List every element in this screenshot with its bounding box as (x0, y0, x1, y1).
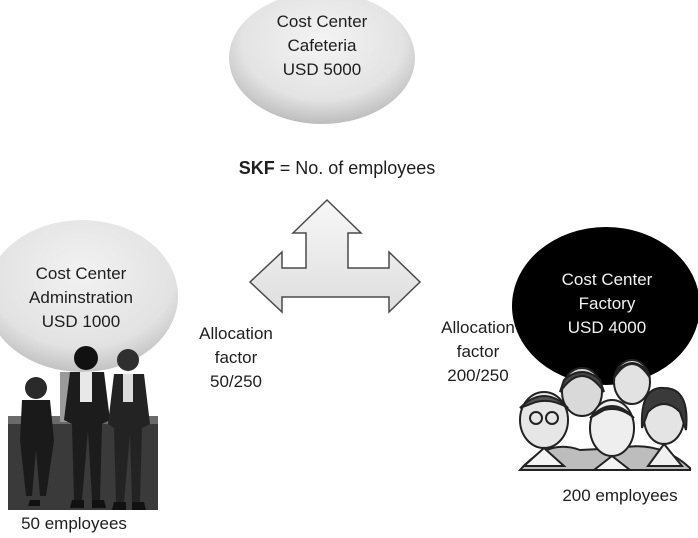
cafeteria-label: Cost Center Cafeteria USD 5000 (252, 10, 392, 82)
administration-ellipse (0, 220, 178, 372)
allocation-left-line-1: Allocation (199, 324, 273, 343)
allocation-left-line-3: 50/250 (210, 372, 262, 391)
factory-people-clipart-icon (517, 359, 691, 471)
factory-line-1: Cost Center (561, 270, 653, 289)
allocation-factor-right: Allocation factor 200/250 (416, 316, 540, 388)
cafeteria-line-1: Cost Center (276, 12, 368, 31)
factory-employees-label: 200 employees (562, 486, 678, 505)
cafeteria-line-2: Cafeteria (287, 36, 357, 55)
skf-label: SKF = No. of employees (212, 156, 462, 180)
skf-key: SKF (238, 158, 275, 178)
allocation-factor-left: Allocation factor 50/250 (176, 322, 296, 394)
skf-definition: = No. of employees (274, 158, 436, 178)
allocation-right-line-2: factor (456, 342, 500, 361)
administration-line-1: Cost Center (35, 264, 127, 283)
administration-employees-label: 50 employees (21, 514, 127, 533)
administration-line-2: Adminstration (29, 288, 133, 307)
three-way-arrow-icon (248, 198, 422, 314)
allocation-right-line-1: Allocation (441, 318, 515, 337)
cafeteria-line-3: USD 5000 (282, 60, 362, 79)
factory-label: Cost Center Factory USD 4000 (532, 268, 682, 340)
allocation-right-line-3: 200/250 (447, 366, 509, 385)
allocation-left-line-2: factor (214, 348, 258, 367)
factory-line-2: Factory (578, 294, 636, 313)
factory-ellipse (512, 227, 698, 385)
office-people-clipart-icon (8, 346, 158, 510)
cafeteria-ellipse (229, 0, 415, 124)
administration-line-3: USD 1000 (41, 312, 121, 331)
administration-label: Cost Center Adminstration USD 1000 (6, 262, 156, 334)
factory-line-3: USD 4000 (567, 318, 647, 337)
